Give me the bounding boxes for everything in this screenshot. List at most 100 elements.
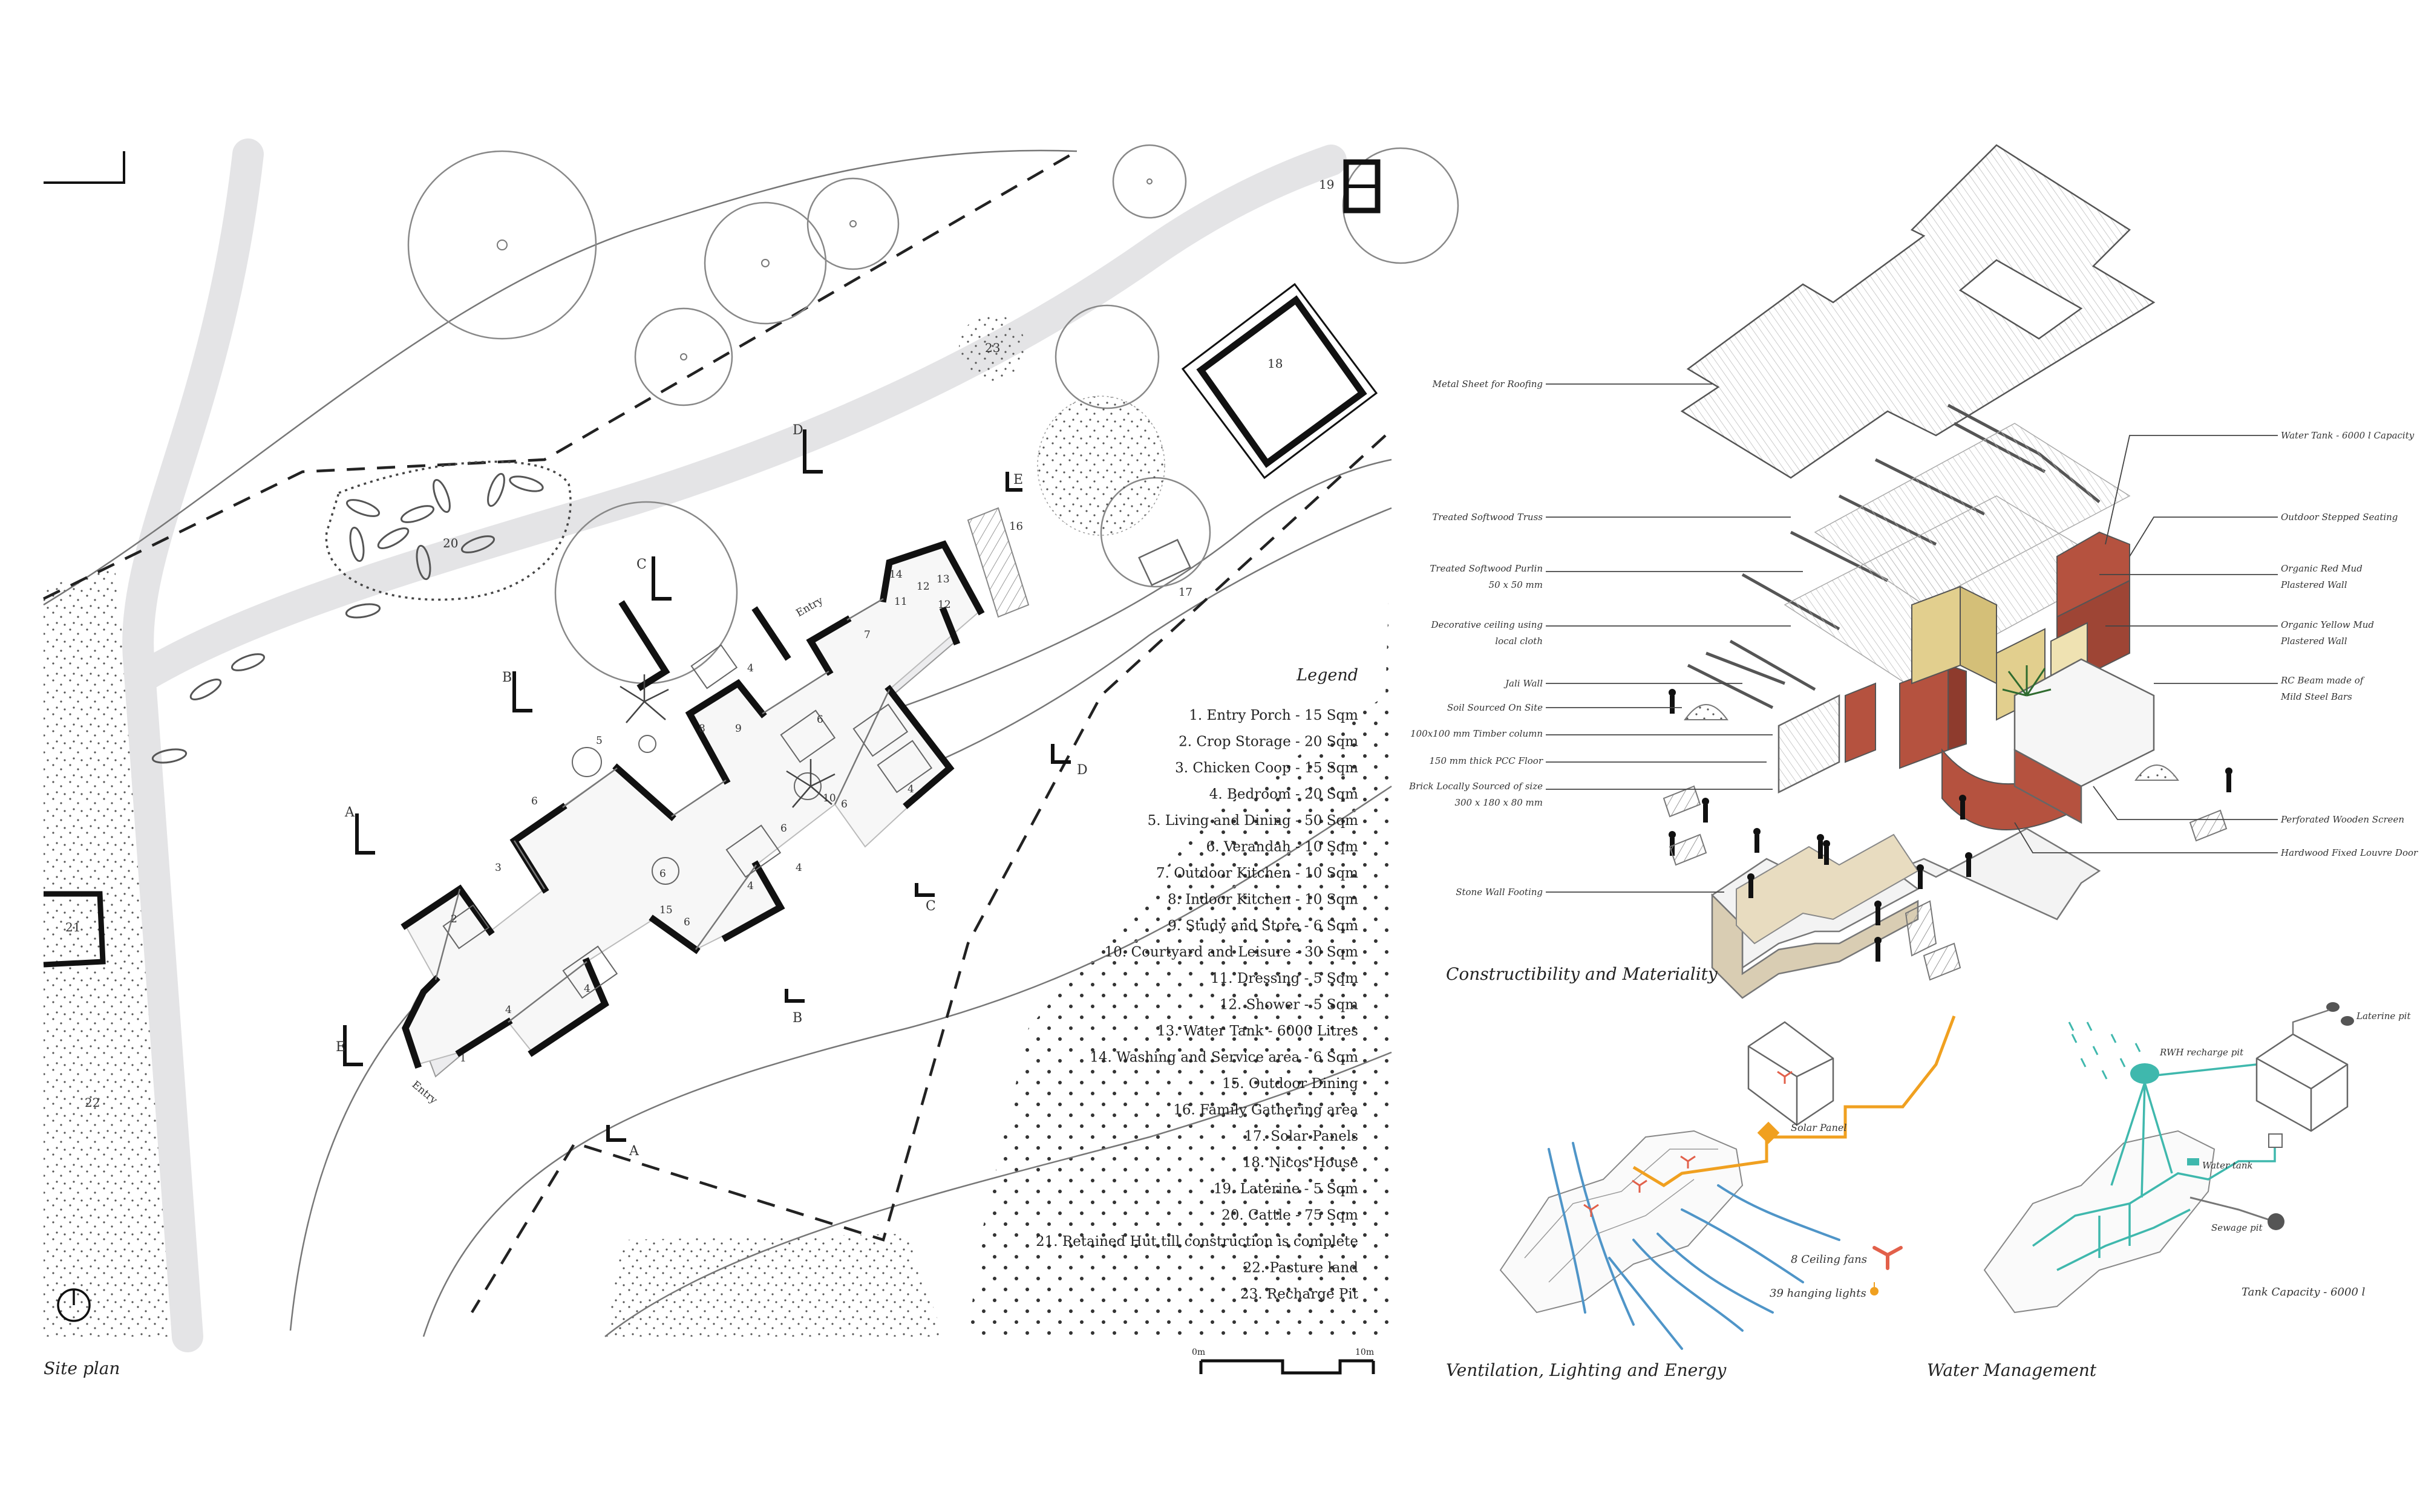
furniture — [442, 644, 933, 999]
axon-label-left: 50 x 50 mm — [1489, 579, 1543, 590]
legend-item: 13. Water Tank - 6000 Litres — [1157, 1023, 1358, 1039]
legend-item: 16. Family Gathering area — [1173, 1103, 1358, 1118]
svg-text:6: 6 — [817, 714, 823, 726]
svg-text:4: 4 — [747, 662, 754, 674]
fans-label: 8 Ceiling fans — [1791, 1253, 1867, 1266]
axon-label-left: Jali Wall — [1503, 678, 1543, 689]
axon-label-right: Water Tank - 6000 l Capacity — [2281, 430, 2415, 441]
energy-wiring — [1632, 1015, 1956, 1187]
svg-text:7: 7 — [864, 629, 871, 641]
dotted-ground-bottom — [605, 1234, 944, 1337]
legend-item: 14. Washing and Service area - 6 Sqm — [1090, 1050, 1358, 1066]
legend-item: 8. Indoor Kitchen - 10 Sqm — [1168, 892, 1358, 908]
legend-item: 23. Recharge Pit — [1240, 1286, 1359, 1302]
retained-hut-21: 21 — [43, 891, 106, 968]
legend-item: 18. Nicos House — [1243, 1155, 1358, 1171]
laterine-house — [2255, 1033, 2349, 1132]
svg-text:13: 13 — [937, 573, 950, 585]
legend-item: 21. Retained Hut till construction is co… — [1036, 1234, 1358, 1250]
svg-text:10: 10 — [823, 792, 836, 804]
main-house-plan: 16 — [401, 507, 1030, 1107]
solar-panel-icon — [1757, 1121, 1780, 1144]
legend-item: 1. Entry Porch - 15 Sqm — [1189, 708, 1358, 723]
material-stacks — [1663, 785, 2228, 981]
svg-text:11: 11 — [894, 596, 908, 608]
svg-text:A: A — [629, 1144, 639, 1159]
legend-item: 2. Crop Storage - 20 Sqm — [1179, 734, 1358, 750]
roof-sheet — [1680, 144, 2156, 479]
svg-text:1: 1 — [460, 1052, 466, 1064]
svg-text:B: B — [793, 1011, 802, 1026]
roof-skylight — [1958, 259, 2083, 340]
entry-label-bottom: Entry — [410, 1079, 440, 1107]
courtyard-tree — [620, 674, 836, 808]
svg-text:10m: 10m — [1355, 1347, 1374, 1357]
ventilation-diagram: Solar Panel 8 Ceiling fans 39 hanging li… — [1446, 1015, 1956, 1380]
label-23: 23 — [985, 341, 1000, 355]
caption-water: Water Management — [1927, 1360, 2097, 1380]
entry-label-top: Entry — [794, 595, 826, 619]
svg-text:4: 4 — [584, 983, 590, 995]
axon-label-right: Perforated Wooden Screen — [2280, 814, 2404, 825]
legend-item: 3. Chicken Coop - 15 Sqm — [1175, 760, 1358, 776]
legend-fan-icon — [1872, 1246, 1903, 1270]
site-plan: 20 18 23 19 21 22 17 — [43, 138, 1459, 1378]
axon-label-right: RC Beam made of — [2280, 675, 2365, 686]
legend: Legend 1. Entry Porch - 15 Sqm 2. Crop St… — [1036, 666, 1359, 1302]
red-mud-walls — [1845, 531, 2130, 830]
dotted-ground-right — [968, 508, 1392, 1337]
axon-label-left: Stone Wall Footing — [1456, 887, 1543, 898]
axon-label-left: 150 mm thick PCC Floor — [1429, 755, 1543, 766]
axon-label-left: Brick Locally Sourced of size — [1408, 781, 1543, 792]
site-boundary — [43, 150, 1078, 601]
fan-icons — [1583, 1070, 1793, 1217]
courtyard-tree-axon — [2002, 665, 2052, 697]
svg-text:12: 12 — [938, 599, 951, 611]
legend-item: 4. Bedroom - 20 Sqm — [1209, 787, 1358, 803]
svg-text:16: 16 — [1009, 520, 1023, 533]
legend-item: 20. Cattle - 75 Sqm — [1221, 1208, 1358, 1224]
axon-label-right: Organic Yellow Mud — [2281, 619, 2374, 630]
svg-text:17: 17 — [1179, 586, 1192, 599]
timber-frame — [1777, 658, 2155, 824]
stone-footing — [1711, 893, 1919, 999]
legend-item: 7. Outdoor Kitchen - 10 Sqm — [1156, 865, 1358, 881]
house-outline-ventilation — [1499, 1130, 1744, 1314]
legend-item: 11. Dressing - 5 Sqm — [1211, 971, 1358, 986]
svg-text:6: 6 — [841, 798, 848, 810]
label-20: 20 — [443, 536, 458, 550]
laterine-pit-icon — [2326, 1002, 2354, 1026]
axon-label-right: Mild Steel Bars — [2280, 691, 2352, 702]
people-figures — [1669, 689, 2232, 962]
scale-bar: 0m 10m — [1192, 1347, 1375, 1375]
svg-text:4: 4 — [505, 1004, 512, 1016]
legend-title: Legend — [1296, 666, 1358, 685]
svg-text:4: 4 — [796, 862, 802, 874]
section-markers — [343, 429, 1071, 1142]
sewage-pit-icon — [2268, 1213, 2284, 1230]
nicos-house-18: 18 — [1181, 282, 1378, 480]
axon-label-right: Plastered Wall — [2280, 636, 2347, 647]
airflow-lines — [1548, 1142, 1840, 1350]
contour-line — [422, 785, 1392, 1337]
caption-ventilation: Ventilation, Lighting and Energy — [1446, 1360, 1727, 1380]
contour-line — [43, 149, 1078, 606]
svg-text:D: D — [1077, 763, 1088, 778]
svg-text:B: B — [502, 670, 512, 685]
rain-lines — [2068, 1022, 2141, 1080]
contour-line — [604, 1051, 1392, 1337]
svg-text:0m: 0m — [1192, 1347, 1205, 1357]
axon-label-left: Treated Softwood Truss — [1432, 512, 1543, 523]
svg-text:D: D — [793, 423, 803, 438]
site-boundary — [471, 434, 1387, 1314]
legend-item: 22. Pasture land — [1243, 1260, 1359, 1276]
axon-label-left: Treated Softwood Purlin — [1430, 563, 1543, 574]
section-letters: D C B A E C B A D E — [336, 423, 1088, 1159]
legend-item: 10. Courtyard and Leisure - 30 Sqm — [1105, 945, 1359, 960]
solar-panels-17: 17 — [1138, 538, 1192, 599]
caption-constructibility: Constructibility and Materiality — [1446, 964, 1718, 984]
